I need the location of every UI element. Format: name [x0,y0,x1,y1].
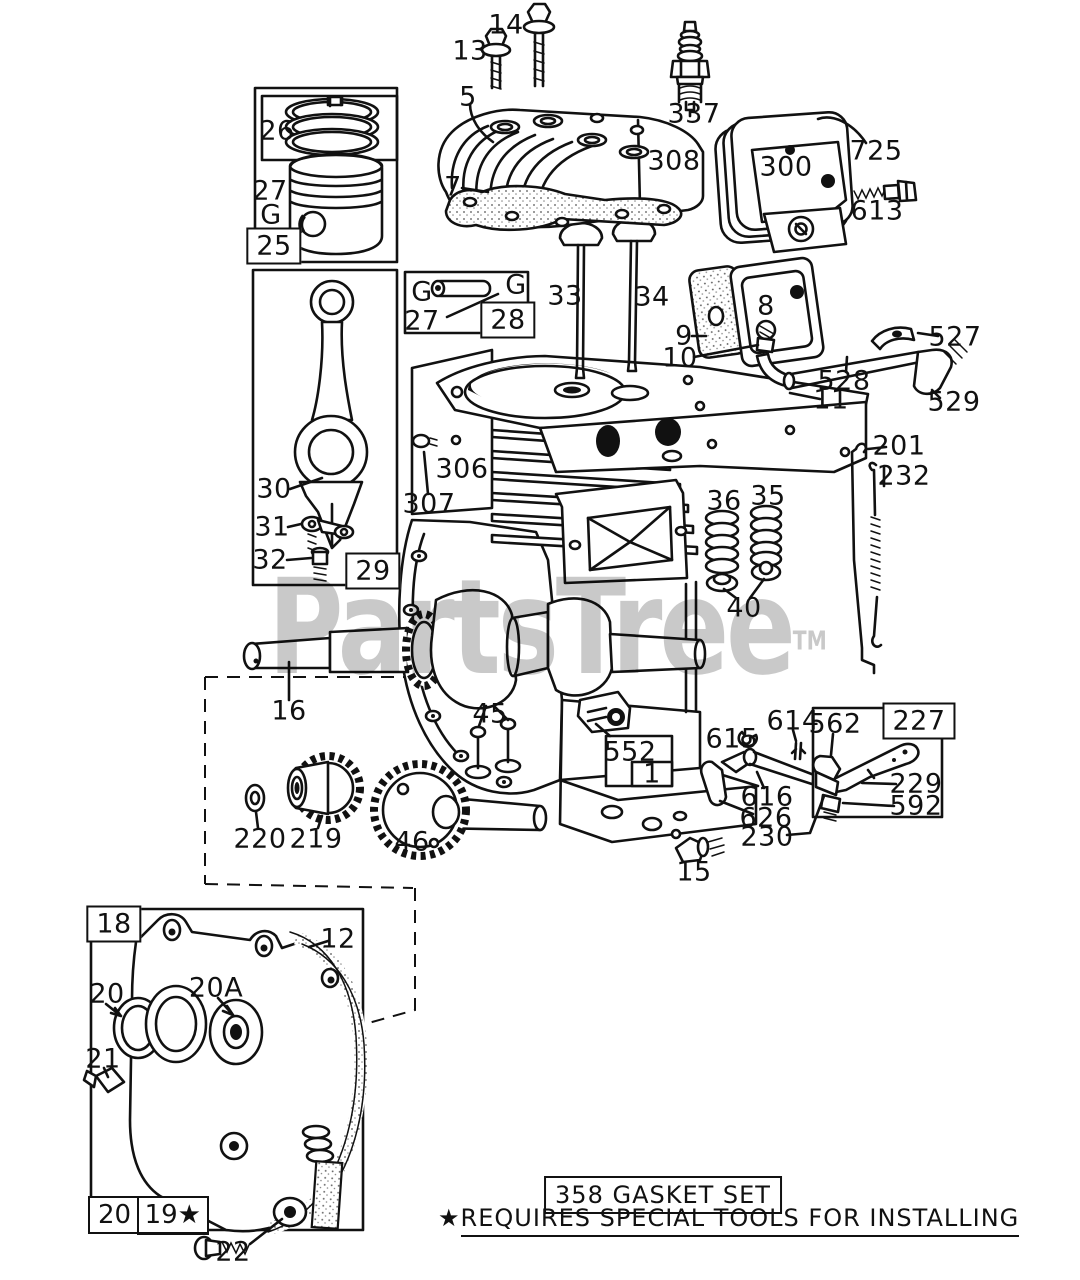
crankshaft-art [242,588,707,710]
part-label-229: 229 [889,768,943,800]
part-label-626: 626 [739,802,793,834]
part-label-219: 219 [289,823,343,855]
governor-linkage-rods-art [850,442,883,675]
part-label-1: 1 [643,758,661,790]
dashed-guide-lines [204,676,540,1025]
cover-label-box: 20 19★ [88,1195,209,1235]
leader-725 [816,116,868,145]
part-label-40: 40 [726,592,762,624]
part-label-613: 613 [850,195,904,227]
leader-lines [102,102,942,1079]
breather-tube-art [755,326,968,396]
part-label-33: 33 [547,280,583,312]
part-label-19: 19★ [136,1195,209,1235]
part-label-8: 8 [757,290,775,322]
part-label-20: 20 [89,978,125,1010]
part-label-227: 227 [882,702,956,740]
spark-plug-art [669,20,711,118]
part-label-11: 11 [813,384,849,416]
part-label-552: 552 [603,736,657,768]
part-label-614: 614 [766,705,820,737]
part-label-31: 31 [254,511,290,543]
part-label-528: 528 [817,365,871,397]
part-label-337: 337 [667,98,721,130]
part-label-7: 7 [444,171,462,203]
part-label-32: 32 [252,544,288,576]
part-label-5: 5 [459,81,477,113]
part-label-27b: 27 [404,305,440,337]
part-label-27: 27 [252,175,288,207]
part-label-34: 34 [634,281,670,313]
crankcase-cover-box-art [82,907,368,1235]
part-label-28: 28 [480,301,536,339]
intake-port-art [554,478,689,585]
block-right-face-art [538,400,868,474]
part-label-615: 615 [705,723,759,755]
valves-art [558,217,657,380]
head-screws-art [480,2,556,90]
cover-screw-art [193,1217,284,1261]
part-label-35: 35 [750,480,786,512]
part-label-306: 306 [435,453,489,485]
part-label-30: 30 [256,473,292,505]
part-label-562: 562 [808,708,862,740]
part-label-12: 12 [320,923,356,955]
part-label-10: 10 [662,342,698,374]
part-label-592: 592 [889,790,943,822]
part-label-45: 45 [472,698,508,730]
part-label-G3: G [505,269,527,301]
part-label-9: 9 [675,320,693,352]
part-label-14: 14 [488,9,524,41]
part-label-G2: G [411,276,433,308]
part-label-20A: 20A [188,972,244,1004]
part-label-307: 307 [402,488,456,520]
part-label-232: 232 [877,460,931,492]
star-icon: ★ [438,1204,461,1232]
part-label-527: 527 [928,321,982,353]
part-label-46: 46 [394,826,430,858]
base-bolt-art [674,836,725,864]
connecting-rod-box-art [251,268,399,587]
part-label-725: 725 [849,135,903,167]
head-gasket-art [444,184,683,232]
part-label-22: 22 [215,1236,251,1268]
part-label-220: 220 [233,823,287,855]
muffler-bolt-art [853,179,918,203]
part-label-616: 616 [740,781,794,813]
part-label-29: 29 [345,552,401,590]
part-label-300: 300 [759,151,813,183]
part-label-G1: G [260,199,282,231]
special-tools-note-text: REQUIRES SPECIAL TOOLS FOR INSTALLING [460,1204,1020,1237]
part-label-230: 230 [740,821,794,853]
part-label-16: 16 [271,695,307,727]
part-label-20b: 20 [98,1200,132,1230]
part-label-529: 529 [927,386,981,418]
muffler-art [714,111,854,254]
gasket-set-note: 358 GASKET SET [544,1176,782,1214]
tappets-art [464,717,522,780]
part-label-13: 13 [452,35,488,67]
valve-springs-art [704,504,783,593]
part-label-15: 15 [676,856,712,888]
part-label-308: 308 [647,145,701,177]
part-label-36: 36 [706,485,742,517]
special-tools-note: ★REQUIRES SPECIAL TOOLS FOR INSTALLING [438,1204,1020,1237]
part-label-18: 18 [86,905,142,943]
governor-crank-art [576,690,674,788]
part-label-201: 201 [872,430,926,462]
part-label-26: 26 [259,115,295,147]
part-label-25: 25 [246,227,302,265]
part-label-21: 21 [85,1043,121,1075]
timing-gears-art [244,752,548,860]
